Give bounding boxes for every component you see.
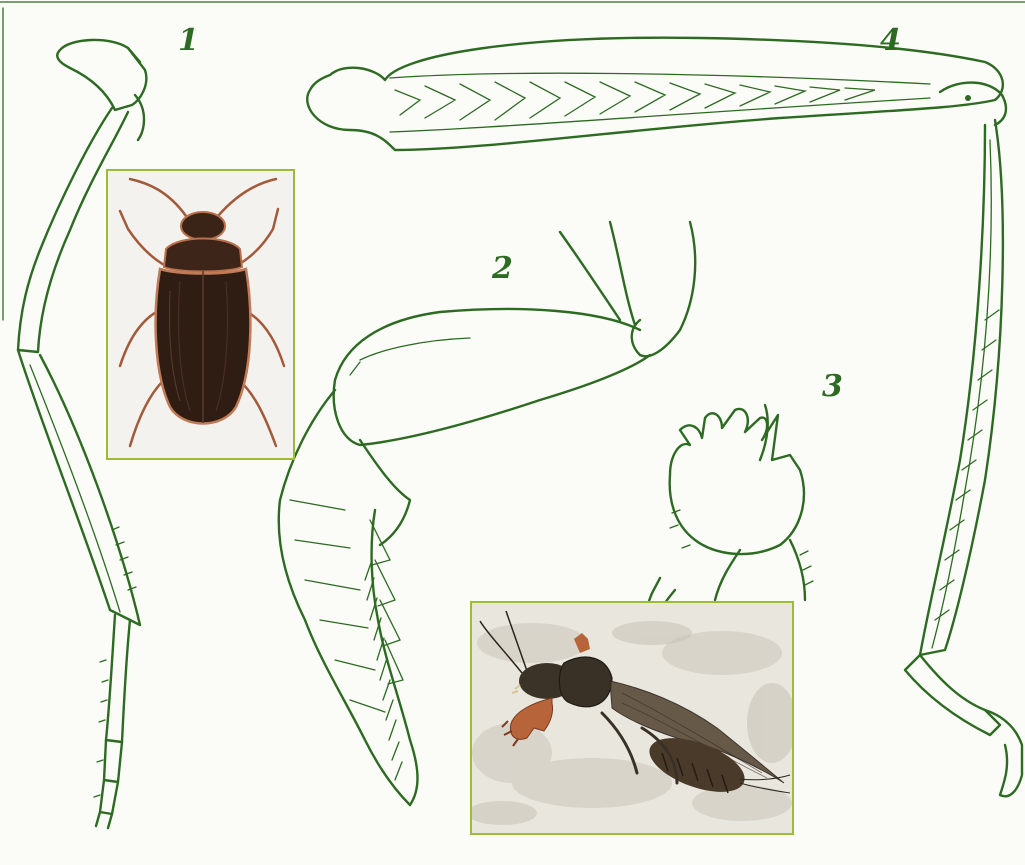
label-leg-3: 3 xyxy=(822,372,843,402)
leg-3-digging-leg xyxy=(648,405,813,608)
mole-cricket-photo xyxy=(470,601,794,835)
mole-cricket-icon xyxy=(472,603,792,833)
label-leg-4: 4 xyxy=(880,26,901,56)
label-leg-1: 1 xyxy=(178,26,199,56)
label-leg-2: 2 xyxy=(492,254,513,284)
beetle-photo xyxy=(106,169,295,460)
water-beetle-icon xyxy=(108,171,293,458)
